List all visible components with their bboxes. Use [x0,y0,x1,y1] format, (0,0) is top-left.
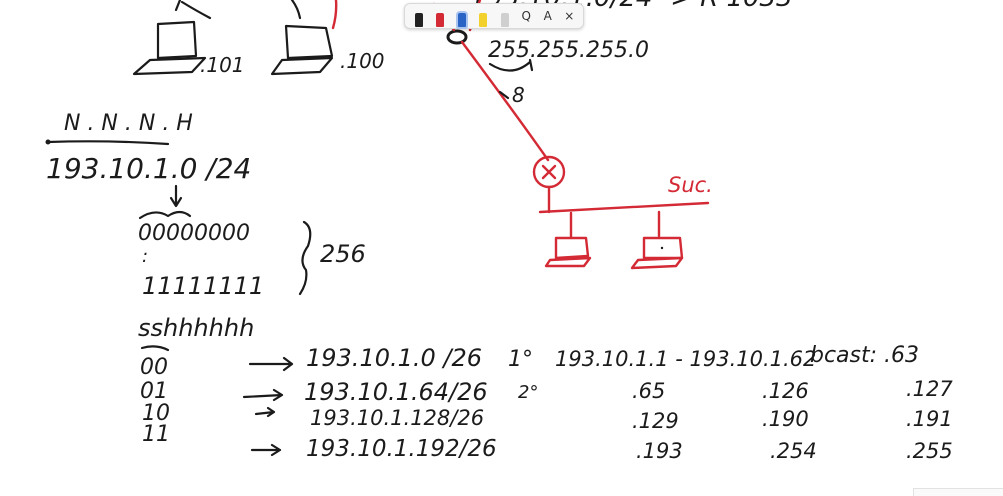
tick-mark [498,90,510,100]
red-link-line [460,40,550,162]
count-label: 256 [320,240,366,268]
range-label: 193.10.1.1 - 193.10.1.62 [555,347,816,371]
host-label-101: .101 [200,53,245,77]
arrow-icon [242,388,284,402]
arrow-icon [254,406,276,418]
red-pen-icon[interactable] [431,5,451,27]
arrow-dot [45,139,51,145]
highlighter-icon[interactable] [474,5,494,27]
host-link-line [290,0,302,20]
subnet-prefix: 01 [140,379,168,404]
first-host: .193 [636,439,683,463]
down-arrow [169,184,183,208]
router-icon [532,155,566,189]
laptop-icon [132,20,207,76]
text-tool-icon[interactable]: A [543,9,552,23]
host-bits-zero: 00000000 [138,221,250,246]
red-link-line [569,210,661,240]
network-label: 193.10.1.0 /24 [46,152,251,185]
broadcast-host: .127 [906,377,953,401]
mask-label: 255.255.255.0 [488,38,649,63]
underline-arrow [46,140,170,146]
red-link-line [331,0,338,30]
host-bits-one: 11111111 [142,272,264,300]
host-link-line [174,0,212,20]
search-icon[interactable]: Q [521,9,531,23]
bit-brace [138,210,192,220]
ordinal-label: 2° [518,382,538,403]
broadcast-host: .191 [906,407,953,431]
broadcast-label: bcast: .63 [810,343,919,368]
first-host: .129 [632,409,679,433]
black-pen-icon[interactable] [409,5,429,27]
subnet-prefix: 10 [142,401,170,426]
subnet-label: 193.10.1.128/26 [310,406,484,430]
subnet-prefix: 11 [142,422,170,447]
range-brace [298,220,312,296]
laptop-icon [544,236,592,268]
ordinal-label: 1° [508,347,533,372]
laptop-icon [270,24,334,76]
last-host: .254 [770,439,817,463]
dots-label: : [142,246,148,267]
bit-overline [140,345,170,352]
segment-label: Suc. [668,173,713,197]
subnet-prefix: 00 [140,355,168,380]
lan-segment-line [538,201,710,214]
eraser-icon[interactable] [495,5,515,27]
mask-bits-label: 8 [512,83,525,107]
first-host: .65 [632,379,665,403]
subnet-bits-label: sshhhhhh [138,314,254,342]
page-corner-tab[interactable] [913,488,1003,496]
broadcast-host: .255 [906,439,953,463]
mask-brace [488,58,534,72]
laptop-icon [630,236,684,270]
host-label-100: .100 [340,49,385,73]
pen-toolbar: Q A × [404,3,584,29]
ip-pattern-label: N . N . N . H [64,111,193,136]
blue-pen-icon[interactable] [452,5,472,27]
subnet-label: 193.10.1.64/26 [304,378,488,406]
close-icon[interactable]: × [564,9,575,23]
last-host: .126 [762,379,809,403]
subnet-label: 193.10.1.0 /26 [306,344,482,372]
last-host: .190 [762,407,809,431]
arrow-icon [248,356,294,372]
subnet-label: 193.10.1.192/26 [306,436,497,462]
arrow-icon [250,443,282,457]
router-port-icon [446,29,468,45]
